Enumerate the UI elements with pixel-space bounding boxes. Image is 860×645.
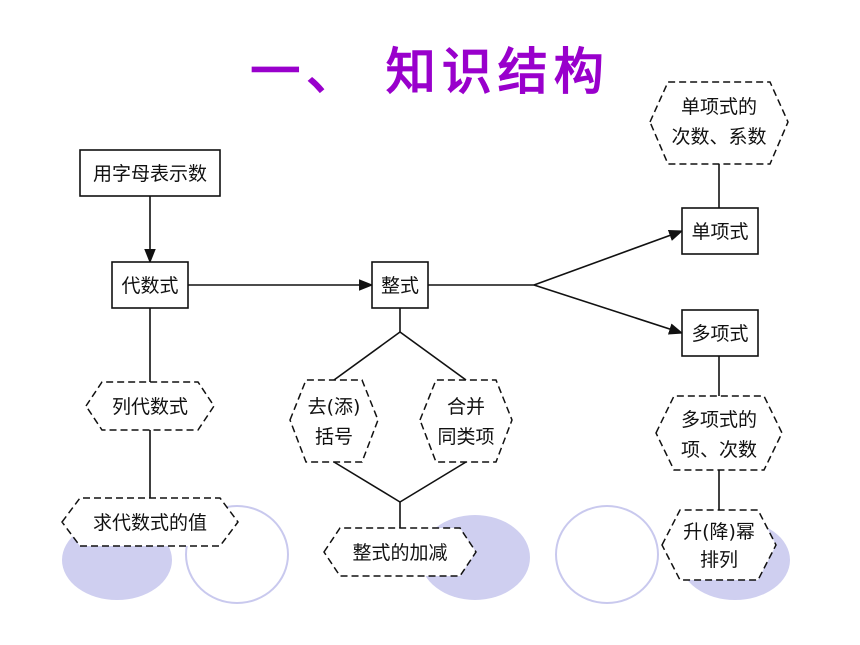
label-ordering-1: 升(降)幂: [683, 521, 755, 543]
label-remove-brackets-2: 括号: [315, 426, 353, 448]
label-polynomial: 多项式: [691, 323, 748, 345]
edge-fork-to-monomial: [533, 230, 684, 286]
node-box-polynomial: [681, 309, 759, 357]
label-algebraic-expression: 代数式: [121, 275, 178, 297]
node-hex-brackets: [289, 379, 379, 463]
node-hex-write: [85, 381, 215, 431]
slide-title: 一、 知识结构: [250, 43, 610, 101]
edge-fork-to-polynomial: [533, 284, 684, 335]
label-letters-for-numbers: 用字母表示数: [93, 163, 207, 185]
label-evaluate-expression: 求代数式的值: [93, 512, 207, 534]
node-box-polyexpr: [371, 261, 429, 309]
node-box-algebraic: [111, 261, 189, 309]
node-hex-combine: [419, 379, 513, 463]
edge-join-right: [399, 461, 467, 503]
node-box-letters: [79, 149, 221, 197]
label-polynomial-expression: 整式: [381, 275, 419, 297]
edge-split-right: [399, 331, 467, 381]
edge-join-left: [333, 461, 401, 503]
label-monomial: 单项式: [691, 221, 748, 243]
node-box-monomial: [681, 207, 759, 255]
label-polynomial-terms-2: 项、次数: [681, 439, 757, 461]
label-combine-like-terms-2: 同类项: [437, 426, 494, 448]
edge-split-left: [333, 331, 401, 381]
decor-circle-2: [185, 505, 289, 604]
label-ordering-2: 排列: [700, 549, 738, 571]
label-polynomial-terms-1: 多项式的: [681, 409, 757, 431]
label-monomial-degree-2: 次数、系数: [671, 126, 766, 148]
label-write-expression: 列代数式: [112, 396, 188, 418]
node-hex-evaluate: [61, 497, 239, 547]
label-add-subtract: 整式的加减: [352, 542, 447, 564]
label-combine-like-terms-1: 合并: [447, 396, 485, 418]
node-hex-ordering: [661, 509, 777, 581]
node-hex-addsub: [323, 527, 477, 577]
label-monomial-degree-1: 单项式的: [681, 96, 757, 118]
node-hex-monomial-degree: [649, 81, 789, 165]
node-hex-polyterms: [655, 395, 783, 471]
label-remove-brackets-1: 去(添): [308, 396, 361, 418]
decor-circle-4: [555, 505, 659, 604]
